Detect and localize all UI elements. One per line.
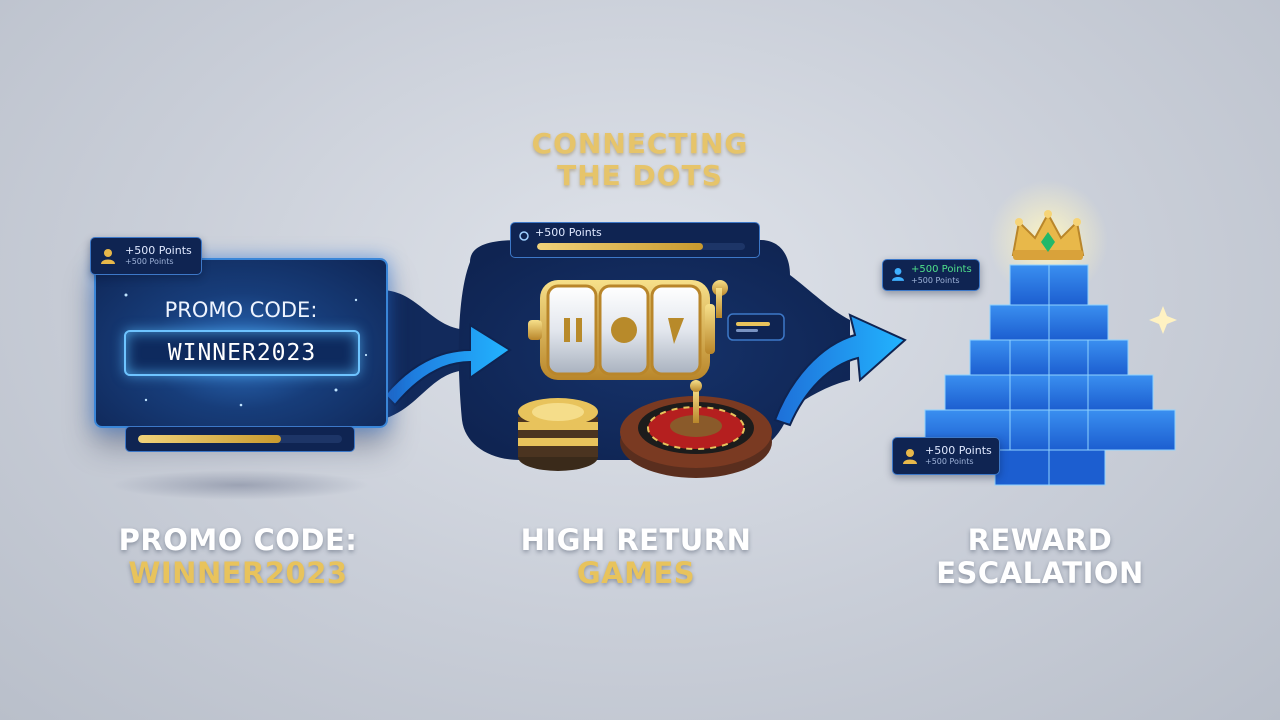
coin-icon bbox=[519, 231, 529, 241]
poker-chips-icon bbox=[518, 398, 598, 471]
promo-points-badge: +500 Points +500 Points bbox=[90, 237, 202, 275]
promo-code-field[interactable]: WINNER2023 bbox=[124, 330, 360, 376]
caption-rewards: REWARD ESCALATION bbox=[890, 524, 1190, 590]
sparkle-dots bbox=[124, 293, 368, 407]
user-icon bbox=[892, 268, 904, 281]
arrow-to-rewards bbox=[773, 313, 907, 427]
user-icon bbox=[101, 249, 115, 264]
caption-games-line2: GAMES bbox=[576, 556, 696, 590]
reward-points-badge-top: +500 Points +500 Points bbox=[882, 259, 980, 291]
user-icon bbox=[903, 449, 917, 464]
casino-illustration bbox=[518, 280, 785, 478]
caption-promo: PROMO CODE: WINNER2023 bbox=[88, 524, 388, 590]
caption-games-line1: HIGH RETURN bbox=[520, 523, 752, 557]
reward-points-badge-bottom: +500 Points +500 Points bbox=[892, 437, 1000, 475]
badge-points: +500 Points bbox=[925, 444, 992, 457]
badge-sub: +500 Points bbox=[911, 276, 960, 285]
section-title: CONNECTING THE DOTS bbox=[0, 128, 1280, 192]
badge-points: +500 Points bbox=[911, 264, 972, 275]
caption-promo-line1: PROMO CODE: bbox=[118, 523, 358, 557]
slider-panel-icon bbox=[727, 313, 785, 341]
promo-progress-fill bbox=[138, 435, 281, 443]
arrow-to-games bbox=[383, 323, 512, 407]
promo-progress-bar bbox=[125, 426, 355, 452]
games-badge-points: +500 Points bbox=[535, 226, 602, 239]
roulette-wheel-icon bbox=[620, 380, 772, 478]
crown-icon bbox=[1011, 210, 1085, 260]
badge-sub: +500 Points bbox=[925, 457, 974, 466]
title-line-1: CONNECTING bbox=[531, 127, 749, 160]
promo-card-label: PROMO CODE: bbox=[164, 298, 318, 322]
sparkle-icon bbox=[1149, 306, 1177, 334]
card-shadow bbox=[110, 470, 370, 500]
slot-machine-icon bbox=[528, 280, 728, 380]
reward-pyramid-illustration bbox=[924, 180, 1177, 486]
games-progress-fill bbox=[537, 243, 704, 250]
games-points-bar: +500 Points bbox=[510, 222, 760, 258]
pyramid-tiers bbox=[924, 264, 1176, 486]
caption-rewards-line1: REWARD bbox=[967, 523, 1113, 557]
promo-card: PROMO CODE: WINNER2023 bbox=[94, 258, 388, 428]
title-line-2: THE DOTS bbox=[557, 159, 723, 192]
caption-promo-line2: WINNER2023 bbox=[128, 556, 348, 590]
caption-games: HIGH RETURN GAMES bbox=[486, 524, 786, 590]
badge-sub: +500 Points bbox=[125, 257, 174, 266]
caption-rewards-line2: ESCALATION bbox=[936, 556, 1144, 590]
badge-points: +500 Points bbox=[125, 244, 192, 257]
